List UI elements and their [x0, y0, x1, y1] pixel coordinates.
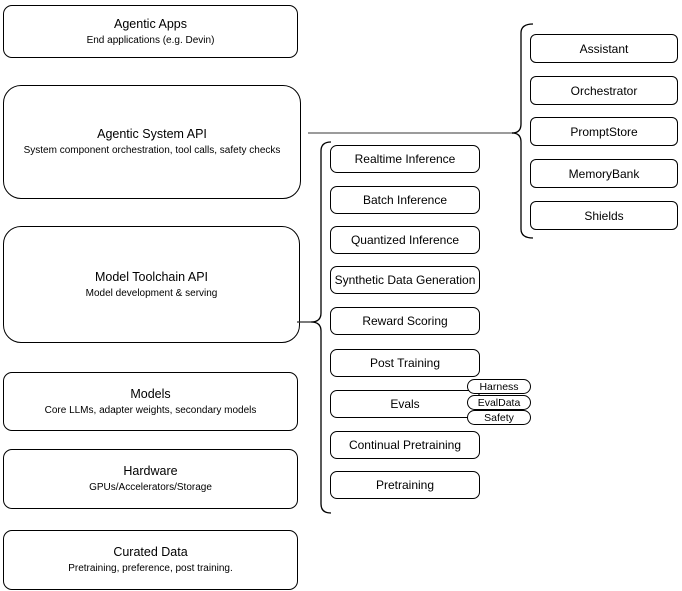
layer-hardware: Hardware GPUs/Accelerators/Storage	[3, 449, 298, 509]
toolchain-brace	[310, 141, 332, 514]
capability-post-training: Post Training	[330, 349, 480, 377]
layer-title: Curated Data	[113, 545, 188, 559]
component-assistant: Assistant	[530, 34, 678, 63]
layer-agentic-apps: Agentic Apps End applications (e.g. Devi…	[3, 5, 298, 58]
layer-title: Hardware	[123, 464, 178, 478]
layer-models: Models Core LLMs, adapter weights, secon…	[3, 372, 298, 431]
evals-tag-safety: Safety	[467, 410, 531, 425]
layer-title: Model Toolchain API	[94, 269, 209, 284]
component-memorybank: MemoryBank	[530, 159, 678, 188]
layer-curated-data: Curated Data Pretraining, preference, po…	[3, 530, 298, 590]
layer-subtitle: Pretraining, preference, post training.	[68, 563, 233, 574]
evals-tag-harness: Harness	[467, 379, 531, 394]
capability-continual-pretraining: Continual Pretraining	[330, 431, 480, 459]
evals-tag-evaldata: EvalData	[467, 395, 531, 410]
capability-realtime-inference: Realtime Inference	[330, 145, 480, 173]
layer-title: Agentic System API	[97, 127, 207, 141]
layer-subtitle: Core LLMs, adapter weights, secondary mo…	[44, 404, 257, 416]
layer-subtitle: GPUs/Accelerators/Storage	[89, 482, 212, 493]
capability-synthetic-data-generation: Synthetic Data Generation	[330, 266, 480, 294]
layer-agentic-system-api: Agentic System API System component orch…	[3, 85, 301, 199]
capability-batch-inference: Batch Inference	[330, 186, 480, 214]
component-promptstore: PromptStore	[530, 117, 678, 146]
component-orchestrator: Orchestrator	[530, 76, 678, 105]
layer-subtitle: System component orchestration, tool cal…	[23, 145, 281, 156]
component-shields: Shields	[530, 201, 678, 230]
capability-quantized-inference: Quantized Inference	[330, 226, 480, 254]
layer-subtitle: End applications (e.g. Devin)	[86, 34, 215, 46]
layer-title: Models	[130, 386, 171, 401]
capability-pretraining: Pretraining	[330, 471, 480, 499]
capability-reward-scoring: Reward Scoring	[330, 307, 480, 335]
capability-evals: Evals	[330, 390, 480, 418]
layer-model-toolchain-api: Model Toolchain API Model development & …	[3, 226, 300, 343]
layer-subtitle: Model development & serving	[85, 287, 218, 299]
layer-title: Agentic Apps	[114, 16, 187, 31]
